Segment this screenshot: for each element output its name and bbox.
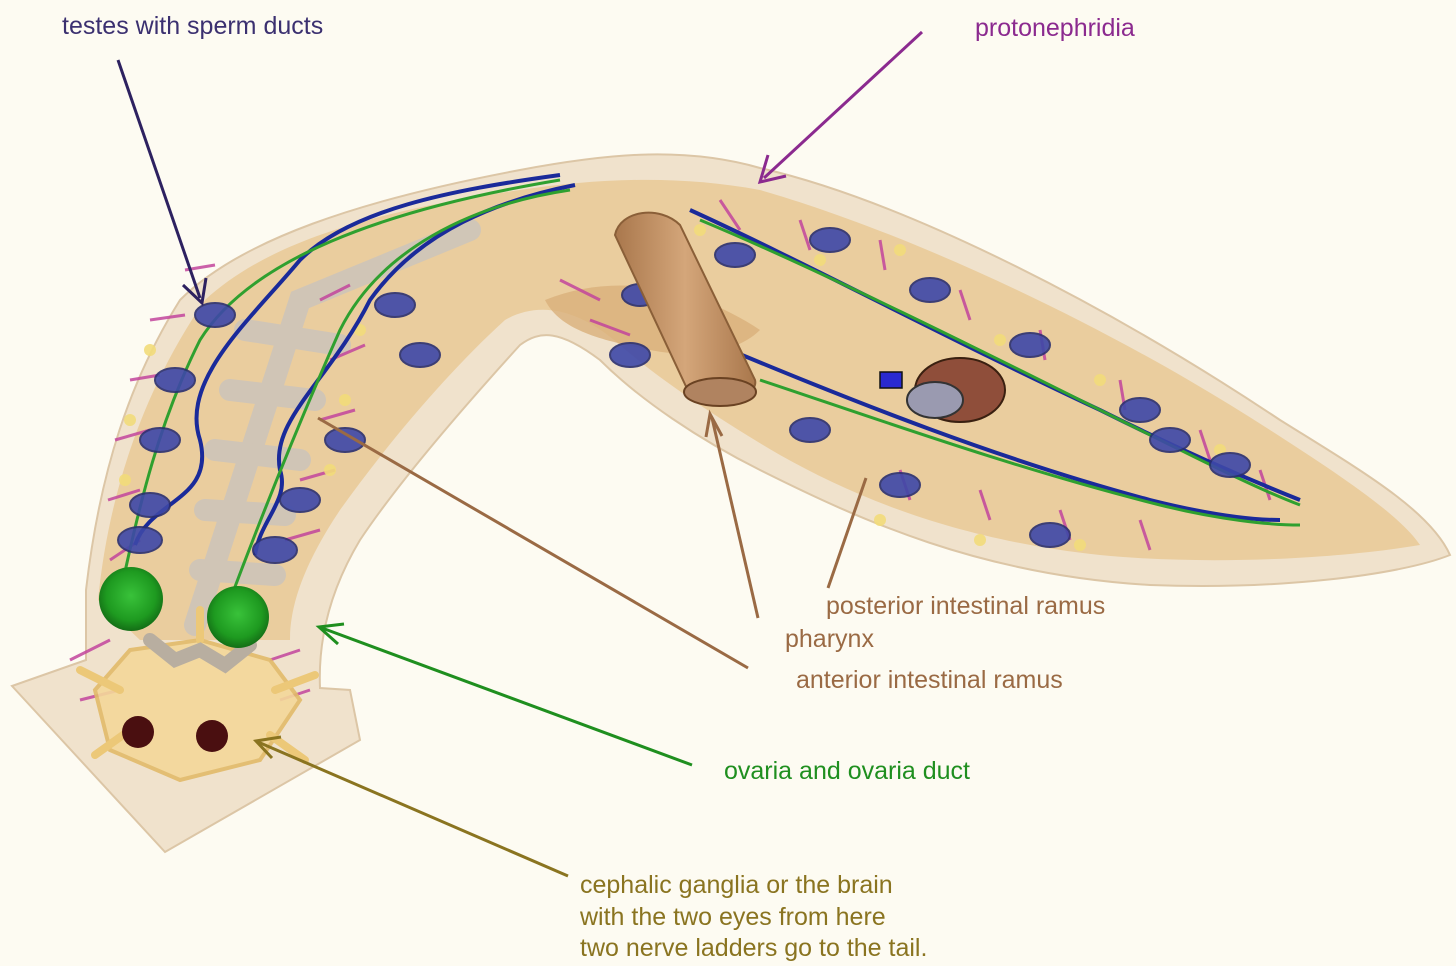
- anterior-intestinal-arrow: [318, 418, 748, 668]
- label-testes: testes with sperm ducts: [62, 14, 323, 39]
- cephalic-arrow: [258, 742, 568, 876]
- label-protonephridia: protonephridia: [975, 16, 1135, 41]
- label-anterior-intestinal-ramus: anterior intestinal ramus: [796, 668, 1063, 693]
- label-posterior-intestinal-ramus: posterior intestinal ramus: [826, 594, 1105, 619]
- label-ovaria: ovaria and ovaria duct: [724, 759, 970, 784]
- label-cephalic-line-2: with the two eyes from here: [580, 902, 927, 934]
- testes-arrow: [118, 60, 200, 298]
- ovaria-arrow: [322, 628, 692, 765]
- label-pharynx: pharynx: [785, 627, 874, 652]
- label-cephalic-line-3: two nerve ladders go to the tail.: [580, 933, 927, 965]
- label-cephalic-line-1: cephalic ganglia or the brain: [580, 870, 927, 902]
- label-cephalic-ganglia: cephalic ganglia or the brain with the t…: [580, 870, 927, 965]
- right-eye: [196, 720, 228, 752]
- left-eye: [122, 716, 154, 748]
- right-ovary: [207, 586, 269, 648]
- left-ovary: [99, 567, 163, 631]
- protonephridia-arrow: [764, 32, 922, 178]
